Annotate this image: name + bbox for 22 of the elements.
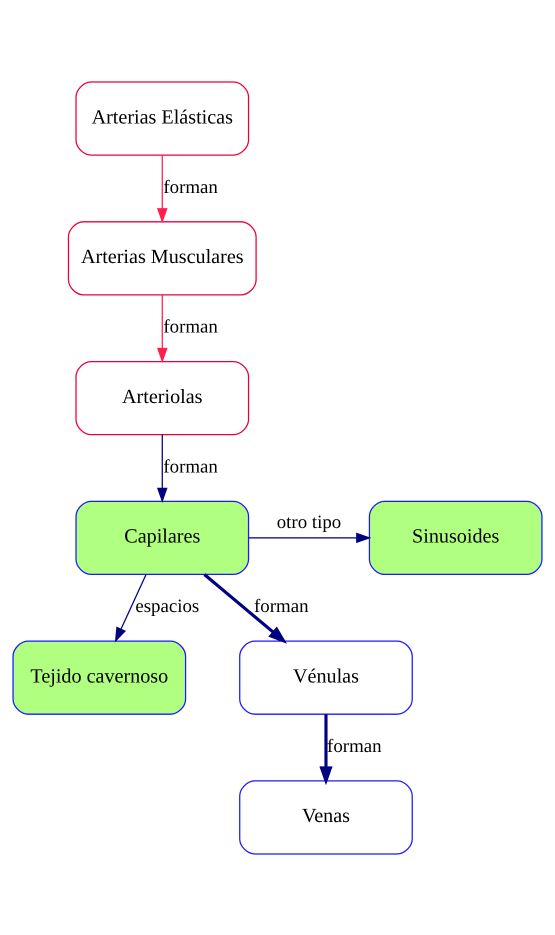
arrow bbox=[319, 714, 333, 785]
node-box: Venas bbox=[239, 780, 413, 854]
arrow bbox=[114, 574, 147, 642]
node-box: Arteriolas bbox=[75, 360, 250, 435]
arrow bbox=[156, 154, 168, 223]
node-box: Capilares bbox=[75, 500, 250, 575]
arrow bbox=[156, 434, 168, 502]
edge-label: otro tipo bbox=[276, 511, 342, 532]
edge-label: forman bbox=[163, 316, 218, 338]
node-box: Sinusoides bbox=[368, 500, 543, 575]
node-box: Arterias Musculares bbox=[68, 220, 257, 295]
edge-label: forman bbox=[163, 176, 218, 198]
node-box: Vénulas bbox=[239, 640, 413, 714]
edge-label: forman bbox=[327, 735, 382, 756]
edge-label: forman bbox=[254, 596, 309, 617]
arrow bbox=[203, 572, 288, 644]
arrow bbox=[156, 294, 168, 363]
edge-label: espacios bbox=[135, 596, 200, 617]
node-box: Arterias Elásticas bbox=[75, 80, 250, 156]
arrow bbox=[248, 532, 372, 543]
node-box: Tejido cavernoso bbox=[12, 640, 186, 714]
edge-label: forman bbox=[163, 456, 218, 477]
